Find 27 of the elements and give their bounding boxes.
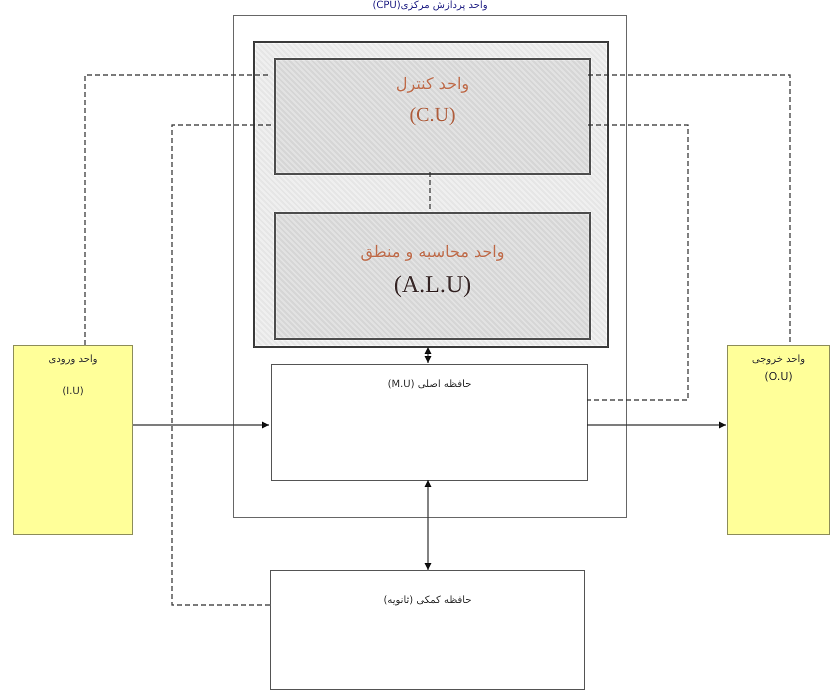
process-box: [274, 212, 591, 340]
connector-line: [429, 172, 431, 209]
connector-line: [587, 124, 689, 401]
unit-code: (I.U): [61, 386, 85, 397]
arrow: [587, 422, 726, 428]
group-box: [253, 41, 609, 348]
unit-label: واحد ورودی: [48, 354, 98, 365]
unit-code: (O.U): [763, 370, 794, 383]
arrow: [133, 422, 269, 428]
connector-line: [588, 74, 791, 345]
input-box: [13, 345, 133, 535]
arrow: [424, 480, 432, 570]
connector-line: [171, 124, 271, 606]
memory-box: [270, 570, 585, 690]
heading: واحد پردازش مرکزی(CPU): [371, 0, 489, 11]
memory-box: [271, 364, 588, 481]
unit-label: واحد خروجی: [750, 354, 806, 365]
unit-label: واحد محاسبه و منطق: [360, 242, 506, 261]
process-box: [274, 58, 591, 175]
unit-code: (A.L.U): [392, 272, 472, 299]
output-box: [727, 345, 830, 535]
unit-label: حافظه کمکی (ثانویه): [382, 595, 473, 606]
unit-label: حافظه اصلی (M.U): [386, 379, 472, 390]
unit-code: (C.U): [408, 104, 457, 127]
connector-line: [84, 74, 271, 345]
arrow: [424, 347, 432, 363]
unit-label: واحد کنترل: [394, 74, 470, 93]
